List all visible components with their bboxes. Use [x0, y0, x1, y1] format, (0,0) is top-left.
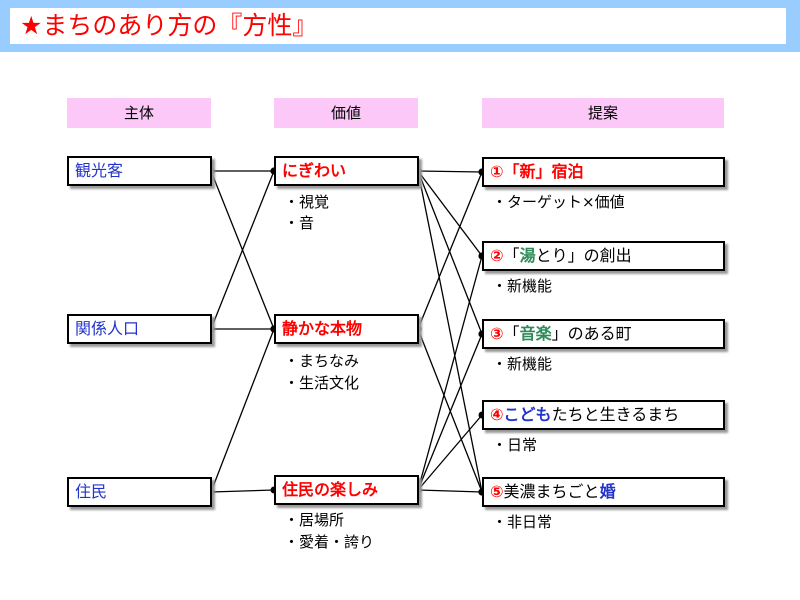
- value-box: 住民の楽しみ: [274, 475, 419, 505]
- proposal-text-segment: とり」の創出: [535, 246, 632, 265]
- proposal-text-segment: 「: [503, 324, 520, 343]
- subject-box: 関係人口: [67, 314, 212, 344]
- proposal-text-segment: 「: [503, 246, 520, 265]
- connector-line: [417, 170, 483, 493]
- proposal-text-segment: 美濃まちごと: [503, 482, 600, 501]
- value-box: にぎわい: [274, 156, 419, 186]
- value-item: ・愛着・誇り: [284, 533, 375, 551]
- subject-box: 住民: [67, 477, 212, 507]
- value-item: ・生活文化: [284, 374, 360, 392]
- proposal-text-segment: 湯: [519, 246, 536, 265]
- connector-line: [210, 328, 275, 493]
- page-title: ★まちのあり方の『方性』: [10, 8, 786, 44]
- value-item: ・視覚: [284, 193, 330, 211]
- proposal-text-segment: 」のある町: [551, 324, 632, 343]
- proposal-text-segment: ②: [490, 246, 504, 265]
- connector-line: [417, 171, 483, 330]
- connector-line: [417, 255, 483, 491]
- header-proposal: 提案: [482, 98, 724, 128]
- proposal-text-segment: こども: [503, 405, 552, 424]
- proposal-box: ①「新」宿泊: [482, 157, 725, 187]
- proposal-item: ・ターゲット×価値: [492, 193, 625, 211]
- value-item: ・居場所: [284, 511, 345, 529]
- connector-line: [417, 333, 483, 491]
- subject-box: 観光客: [67, 156, 212, 186]
- value-box: 静かな本物: [274, 314, 419, 344]
- title-bar: ★まちのあり方の『方性』: [0, 0, 800, 52]
- proposal-box: ②「湯とり」の創出: [482, 241, 725, 271]
- value-item: ・まちなみ: [284, 352, 360, 370]
- proposal-text-segment: ①「新」宿泊: [490, 162, 584, 181]
- header-subject: 主体: [67, 98, 211, 128]
- connector-line: [417, 170, 483, 173]
- proposal-text-segment: 音楽: [519, 324, 552, 343]
- proposal-text-segment: ③: [490, 324, 504, 343]
- proposal-text-segment: ⑤: [490, 482, 504, 501]
- proposal-text-segment: たちと生きるまち: [551, 405, 680, 424]
- connector-line: [210, 170, 275, 330]
- proposal-box: ⑤美濃まちごと婚: [482, 477, 725, 507]
- connector-line: [417, 170, 483, 257]
- header-value: 価値: [274, 98, 418, 128]
- proposal-item: ・非日常: [492, 513, 553, 531]
- connector-line: [417, 489, 483, 493]
- proposal-text-segment: 婚: [599, 482, 616, 501]
- connector-line: [417, 414, 483, 491]
- proposal-text-segment: ④: [490, 405, 504, 424]
- proposal-item: ・新機能: [492, 277, 553, 295]
- value-item: ・音: [284, 214, 315, 232]
- proposal-item: ・新機能: [492, 355, 553, 373]
- proposal-box: ④こどもたちと生きるまち: [482, 400, 725, 430]
- connector-line: [210, 489, 275, 493]
- proposal-item: ・日常: [492, 436, 538, 454]
- proposal-box: ③「音楽」のある町: [482, 319, 725, 349]
- connector-line: [417, 170, 483, 335]
